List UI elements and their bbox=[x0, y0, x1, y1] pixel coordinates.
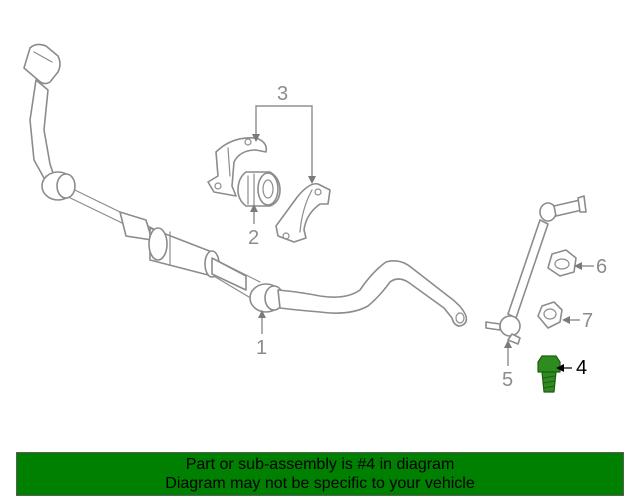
callout-2: 2 bbox=[248, 227, 259, 249]
banner-line-1: Part or sub-assembly is #4 in diagram bbox=[185, 456, 455, 473]
bushing[interactable] bbox=[237, 171, 281, 207]
callout-3: 3 bbox=[277, 83, 288, 105]
flange-nut[interactable] bbox=[547, 249, 577, 277]
stabilizer-link[interactable] bbox=[485, 195, 587, 345]
callout-1: 1 bbox=[256, 337, 267, 359]
callout-7: 7 bbox=[582, 310, 593, 332]
info-banner: Part or sub-assembly is #4 in diagram Di… bbox=[16, 452, 624, 496]
hex-nut[interactable] bbox=[537, 301, 563, 329]
parts-diagram: 1 2 3 4 5 6 7 bbox=[23, 43, 607, 393]
leader-lines bbox=[250, 105, 594, 372]
callout-4: 4 bbox=[576, 357, 587, 379]
bracket-right[interactable] bbox=[275, 182, 331, 243]
stabilizer-bar[interactable] bbox=[23, 43, 468, 327]
callout-5: 5 bbox=[502, 369, 513, 391]
banner-line-2: Diagram may not be specific to your vehi… bbox=[165, 475, 475, 492]
bolt-highlighted[interactable] bbox=[537, 355, 561, 393]
bracket-left[interactable] bbox=[207, 136, 268, 197]
callout-6: 6 bbox=[596, 256, 607, 278]
